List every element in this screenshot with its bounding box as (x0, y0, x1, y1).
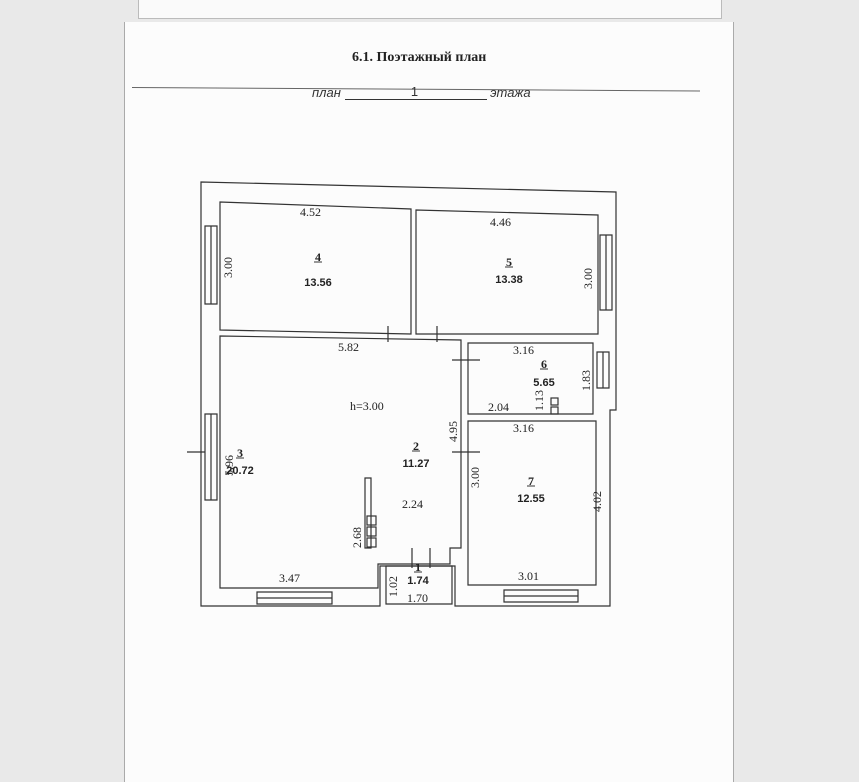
dim-2-68: 2.68 (350, 527, 364, 548)
ceiling-height-note: h=3.00 (350, 399, 384, 413)
document-page (124, 22, 734, 782)
room-number-5: 5 (506, 255, 512, 269)
room-4-wall (219, 201, 412, 335)
dim-5-96: 5.96 (222, 455, 236, 476)
room-number-6: 6 (541, 357, 547, 371)
dim-3-00-room4: 3.00 (221, 257, 235, 278)
dim-3-16-bottom: 3.16 (513, 421, 534, 435)
room-number-underlines (236, 261, 548, 573)
partition-wall (364, 477, 372, 549)
dim-4-52: 4.52 (300, 205, 321, 219)
room-2-3-wall (219, 335, 462, 589)
dim-1-02: 1.02 (386, 576, 400, 597)
vent-box (550, 397, 559, 406)
dim-3-01: 3.01 (518, 569, 539, 583)
window-left-lower (204, 413, 218, 501)
room-area-6: 5.65 (533, 377, 554, 389)
floor-label: план 1 этажа (312, 84, 531, 100)
room-5-wall (415, 209, 599, 335)
room-number-1: 1 (415, 560, 421, 574)
window-right-mid (596, 351, 610, 389)
floor-suffix: этажа (490, 85, 531, 100)
room-area-3: 20.72 (226, 465, 254, 477)
room-number-4: 4 (315, 250, 321, 264)
room-number-2: 2 (413, 439, 419, 453)
window-left-upper (204, 225, 218, 305)
floor-blank-left (344, 99, 405, 100)
window-bottom-left (256, 591, 333, 605)
dim-1-70: 1.70 (407, 591, 428, 605)
dim-4-95: 4.95 (446, 421, 460, 442)
floor-blank-right (424, 99, 487, 100)
dim-2-04: 2.04 (488, 400, 509, 414)
floor-prefix: план (312, 85, 341, 100)
dim-1-83: 1.83 (579, 370, 593, 391)
vent-box (550, 406, 559, 415)
room-number-7: 7 (528, 474, 534, 488)
vent-box (366, 526, 377, 537)
dim-4-02: 4.02 (590, 491, 604, 512)
room-6-wall (467, 342, 594, 415)
room-area-4: 13.56 (304, 277, 332, 289)
room-number-3: 3 (237, 446, 243, 460)
previous-page-edge (138, 0, 722, 19)
dim-3-16-top: 3.16 (513, 343, 534, 357)
room-area-2: 11.27 (403, 458, 430, 470)
dim-3-00-room7: 3.00 (468, 467, 482, 488)
door-ticks (187, 326, 480, 568)
floor-number: 1 (404, 84, 425, 100)
dim-4-46: 4.46 (490, 215, 511, 229)
dim-3-47: 3.47 (279, 571, 300, 585)
dim-2-24: 2.24 (402, 497, 423, 511)
vent-box (366, 515, 377, 526)
dim-1-13: 1.13 (532, 390, 546, 411)
page-title: 6.1. Поэтажный план (352, 50, 487, 65)
window-bottom-right (503, 589, 579, 603)
room-area-7: 12.55 (517, 493, 545, 505)
window-right-upper (599, 234, 613, 311)
outer-wall (200, 181, 617, 607)
dim-5-82: 5.82 (338, 340, 359, 354)
room-7-wall (467, 420, 597, 586)
dim-3-00-room5: 3.00 (581, 268, 595, 289)
room-area-1: 1.74 (407, 575, 429, 587)
room-area-5: 13.38 (495, 274, 523, 286)
vent-box (366, 537, 377, 548)
